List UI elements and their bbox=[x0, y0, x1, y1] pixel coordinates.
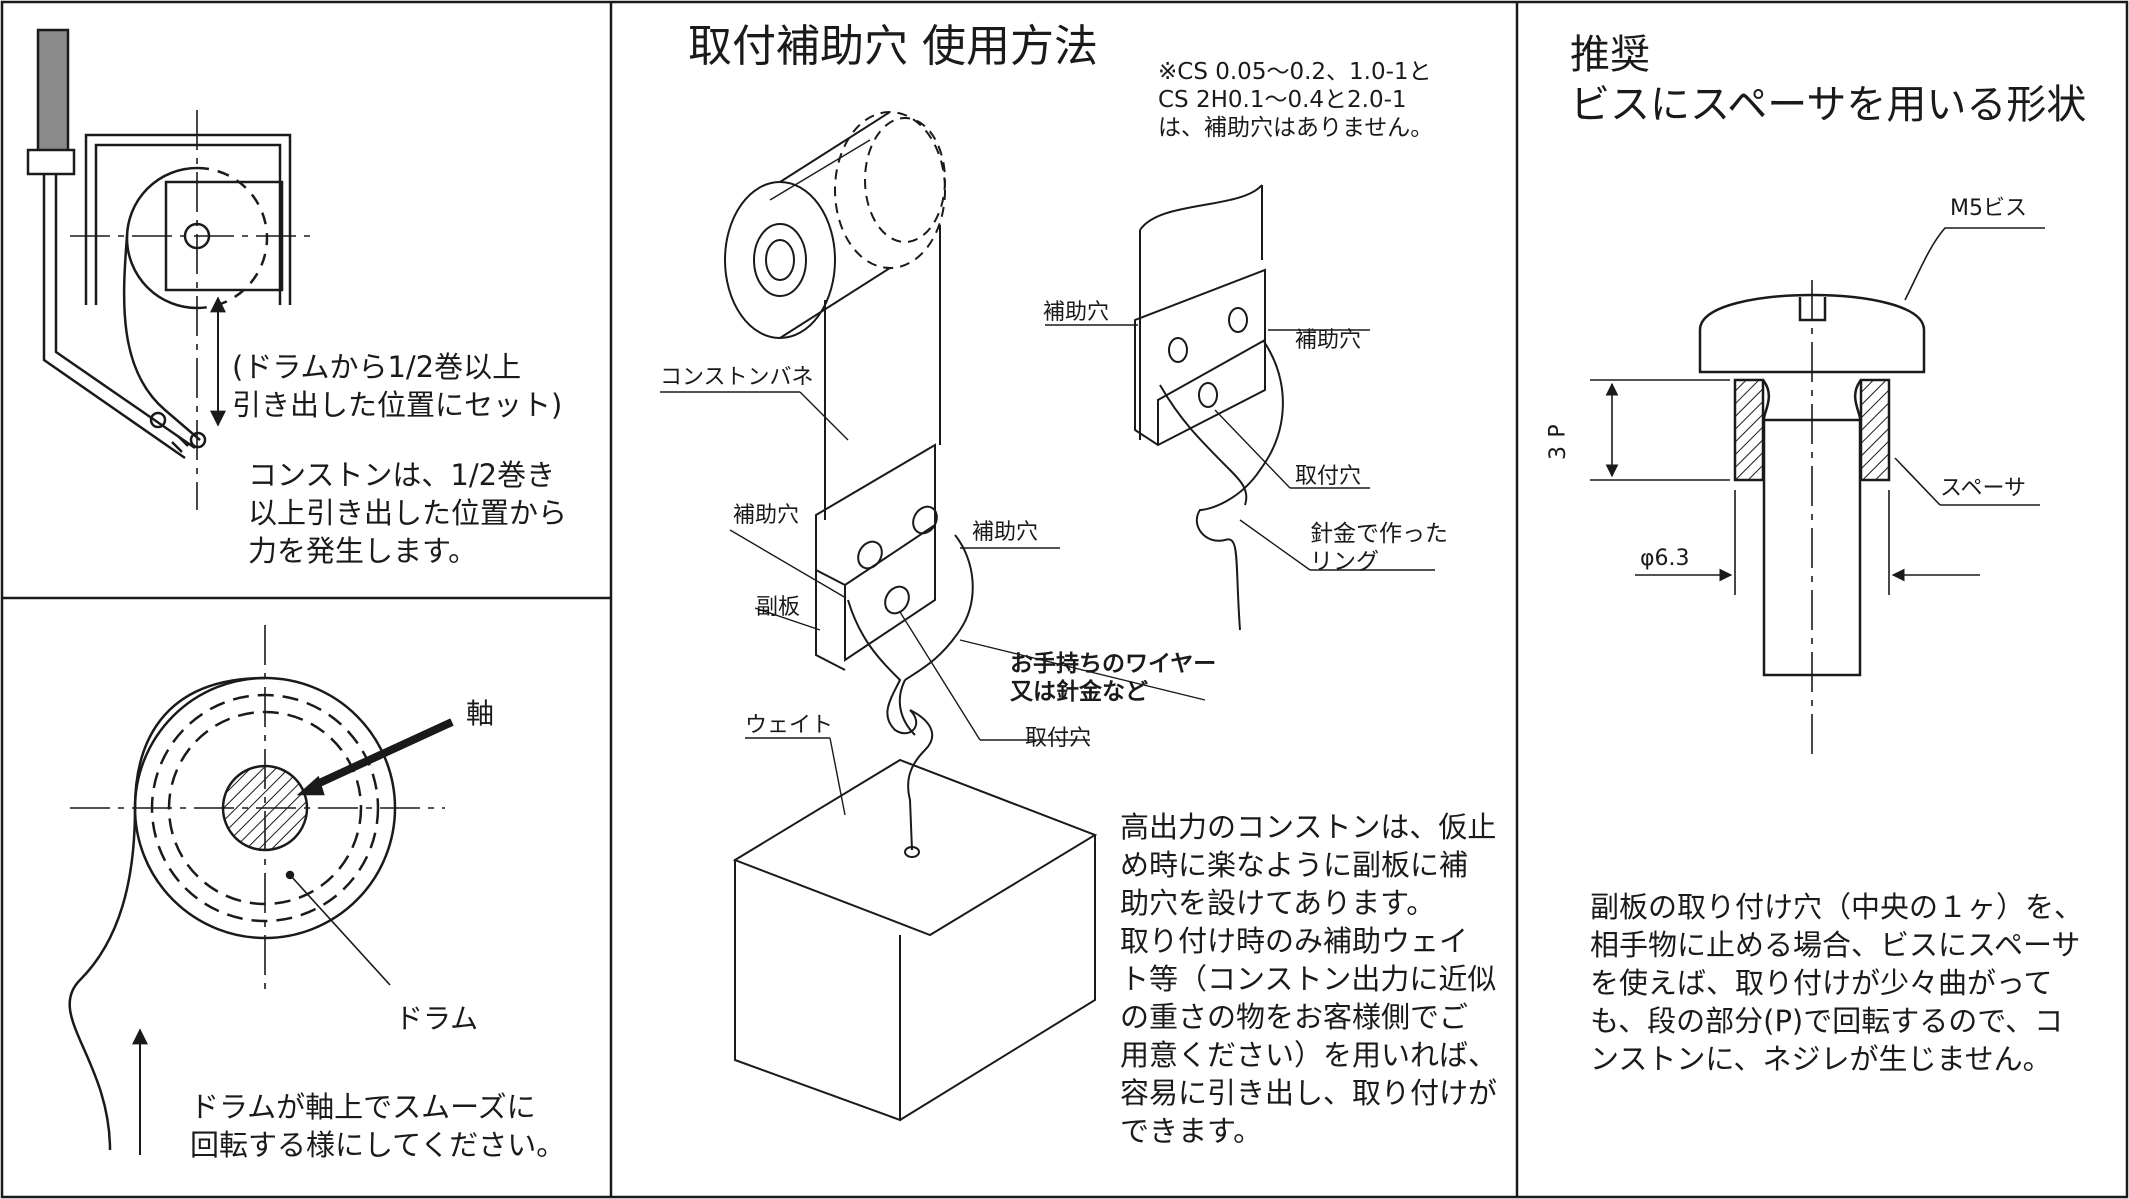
screw-spacer-drawing bbox=[1590, 227, 2045, 760]
label-mount-hole2: 取付穴 bbox=[1295, 464, 1362, 489]
spacer-right bbox=[1859, 378, 1891, 482]
label-wire: お手持ちのワイヤー 又は針金など bbox=[1010, 651, 1217, 705]
right-description: 副板の取り付け穴（中央の１ヶ）を、 相手物に止める場合、ビスにスペーサ を使えば… bbox=[1590, 890, 2084, 1076]
label-aux-hole-left2: 補助穴 bbox=[1043, 300, 1110, 325]
label-diameter: φ6.3 bbox=[1640, 546, 1690, 571]
label-spring: コンストンバネ bbox=[660, 365, 814, 390]
middle-title: 取付補助穴 使用方法 bbox=[688, 21, 1098, 72]
label-mount-hole: 取付穴 bbox=[1025, 726, 1092, 751]
label-shaft: 軸 bbox=[466, 697, 495, 730]
label-p: P bbox=[1545, 424, 1571, 438]
weight-method-drawing bbox=[660, 111, 1435, 1122]
top-left-description: コンストンは、1/2巻き 以上引き出した位置から 力を発生します。 bbox=[248, 458, 568, 568]
label-weight: ウェイト bbox=[745, 713, 834, 738]
middle-note: ※CS 0.05〜0.2、1.0-1と CS 2H0.1〜0.4と2.0-1 は… bbox=[1158, 59, 1434, 141]
bracket-drum-drawing bbox=[26, 28, 310, 510]
bottom-left-description: ドラムが軸上でスムーズに 回転する様にしてください。 bbox=[190, 1090, 566, 1162]
middle-description: 高出力のコンストンは、仮止 め時に楽なように副板に補 助穴を設けてあります。 取… bbox=[1120, 810, 1498, 1148]
label-aux-hole-right2: 補助穴 bbox=[1295, 328, 1362, 353]
label-aux-hole-left: 補助穴 bbox=[733, 503, 800, 528]
right-title: 推奨 ビスにスペーサを用いる形状 bbox=[1570, 32, 2087, 128]
label-spacer: スペーサ bbox=[1940, 476, 2027, 501]
label-p-value: 3 bbox=[1546, 446, 1571, 460]
label-sub-plate: 副板 bbox=[756, 595, 801, 620]
top-left-paren-note: (ドラムから1/2巻以上 引き出した位置にセット) bbox=[232, 350, 563, 422]
drum-shaft-drawing bbox=[68, 625, 454, 1155]
label-aux-hole-right: 補助穴 bbox=[972, 520, 1039, 545]
label-drum: ドラム bbox=[395, 1002, 479, 1035]
label-screw: M5ビス bbox=[1950, 196, 2027, 221]
spacer-left bbox=[1733, 378, 1765, 482]
label-ring: 針金で作った リング bbox=[1310, 521, 1448, 575]
